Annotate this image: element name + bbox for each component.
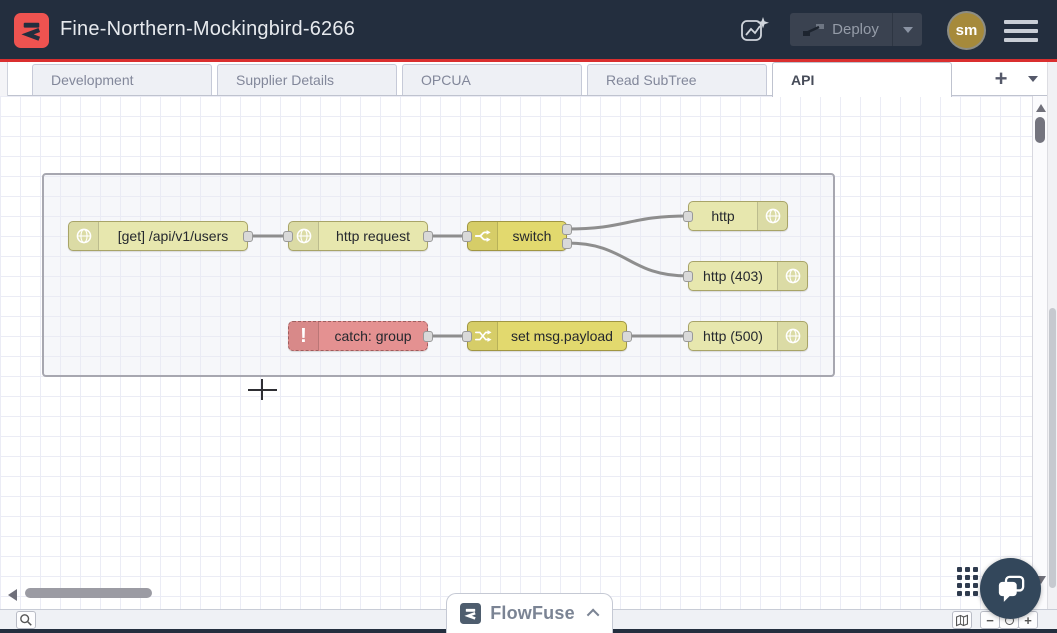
flow-list-caret-button[interactable]	[1018, 62, 1048, 96]
browser-scrollbar-thumb[interactable]	[1049, 308, 1056, 588]
input-port[interactable]	[683, 271, 693, 282]
instance-title: Fine-Northern-Mockingbird-6266	[60, 18, 356, 40]
flowfuse-footer-logo-icon	[460, 603, 482, 624]
search-flows-button[interactable]	[16, 611, 36, 629]
chat-icon	[998, 575, 1024, 602]
wire-layer	[246, 214, 690, 338]
add-flow-button[interactable]: +	[994, 66, 1008, 91]
node-label: http (403)	[703, 268, 763, 284]
tab-development[interactable]: Development	[32, 64, 212, 95]
flowfuse-logo-icon[interactable]	[14, 13, 49, 53]
deploy-label: Deploy	[832, 21, 879, 38]
vscroll-down-arrow[interactable]	[1036, 576, 1046, 584]
node-catch-group[interactable]: ! catch: group	[288, 321, 433, 351]
tab-supplier-details[interactable]: Supplier Details	[217, 64, 397, 95]
hscroll-left-arrow[interactable]	[8, 589, 17, 601]
wire[interactable]	[565, 214, 690, 231]
tab-read-subtree[interactable]: Read SubTree	[587, 64, 767, 95]
node-label: [get] /api/v1/users	[117, 228, 229, 244]
chevron-down-icon	[902, 26, 913, 33]
node-label: switch	[512, 228, 552, 244]
switch-icon	[468, 222, 498, 250]
deploy-icon	[803, 23, 825, 36]
output-port[interactable]	[622, 331, 632, 342]
user-avatar[interactable]: sm	[949, 13, 984, 48]
input-port[interactable]	[683, 211, 693, 222]
input-port[interactable]	[283, 231, 293, 242]
tab-opcua[interactable]: OPCUA	[402, 64, 582, 95]
output-port[interactable]	[243, 231, 253, 242]
chevron-down-icon	[1028, 76, 1038, 82]
node-http-response-500[interactable]: http (500)	[683, 321, 808, 351]
globe-icon	[757, 202, 787, 230]
chat-widget-button[interactable]	[980, 558, 1041, 619]
node-label: http (500)	[703, 328, 763, 344]
navigator-toggle-button[interactable]	[952, 611, 972, 629]
flowfuse-label: FlowFuse	[490, 603, 575, 623]
chevron-up-icon	[586, 608, 600, 622]
output-port[interactable]	[562, 224, 572, 235]
node-switch[interactable]: switch	[462, 221, 572, 251]
node-label: catch: group	[334, 328, 412, 344]
search-icon	[20, 614, 32, 626]
globe-icon	[289, 222, 319, 250]
globe-icon	[69, 222, 99, 250]
node-http-response-403[interactable]: http (403)	[683, 261, 808, 291]
flow-canvas[interactable]: [get] /api/v1/users http request switch htt…	[0, 96, 1032, 610]
wire[interactable]	[565, 241, 690, 278]
input-port[interactable]	[462, 331, 472, 342]
node-http-in[interactable]: [get] /api/v1/users	[68, 221, 253, 251]
globe-icon	[777, 322, 807, 350]
hscroll-thumb[interactable]	[25, 588, 152, 598]
deploy-button[interactable]: Deploy	[790, 13, 922, 46]
node-label: set msg.payload	[511, 328, 613, 344]
crosshair-cursor	[261, 379, 263, 400]
node-label: http request	[336, 228, 410, 244]
drag-grip-icon[interactable]	[957, 567, 978, 605]
globe-icon	[777, 262, 807, 290]
node-label: http	[711, 208, 735, 224]
main-menu-icon[interactable]	[1004, 20, 1038, 42]
map-icon	[956, 614, 968, 626]
input-port[interactable]	[462, 231, 472, 242]
exclamation-icon: !	[289, 322, 319, 350]
output-port[interactable]	[423, 231, 433, 242]
header-bar: Fine-Northern-Mockingbird-6266 Deploy	[0, 0, 1057, 62]
output-port[interactable]	[562, 238, 572, 249]
tab-api[interactable]: API	[772, 62, 952, 97]
node-change[interactable]: set msg.payload	[462, 321, 632, 351]
vscroll-up-arrow[interactable]	[1036, 104, 1046, 112]
flowfuse-toolbar-toggle[interactable]: FlowFuse	[446, 593, 613, 633]
node-http-response[interactable]: http	[683, 201, 788, 231]
canvas-vscrollbar	[1032, 96, 1047, 610]
input-port[interactable]	[683, 331, 693, 342]
node-http-request[interactable]: http request	[283, 221, 433, 251]
browser-scrollbar	[1047, 62, 1057, 633]
vscroll-thumb[interactable]	[1035, 117, 1045, 143]
output-port[interactable]	[423, 331, 433, 342]
ai-assistant-icon[interactable]	[737, 13, 771, 47]
deploy-options-button[interactable]	[892, 13, 922, 46]
change-icon	[468, 322, 498, 350]
